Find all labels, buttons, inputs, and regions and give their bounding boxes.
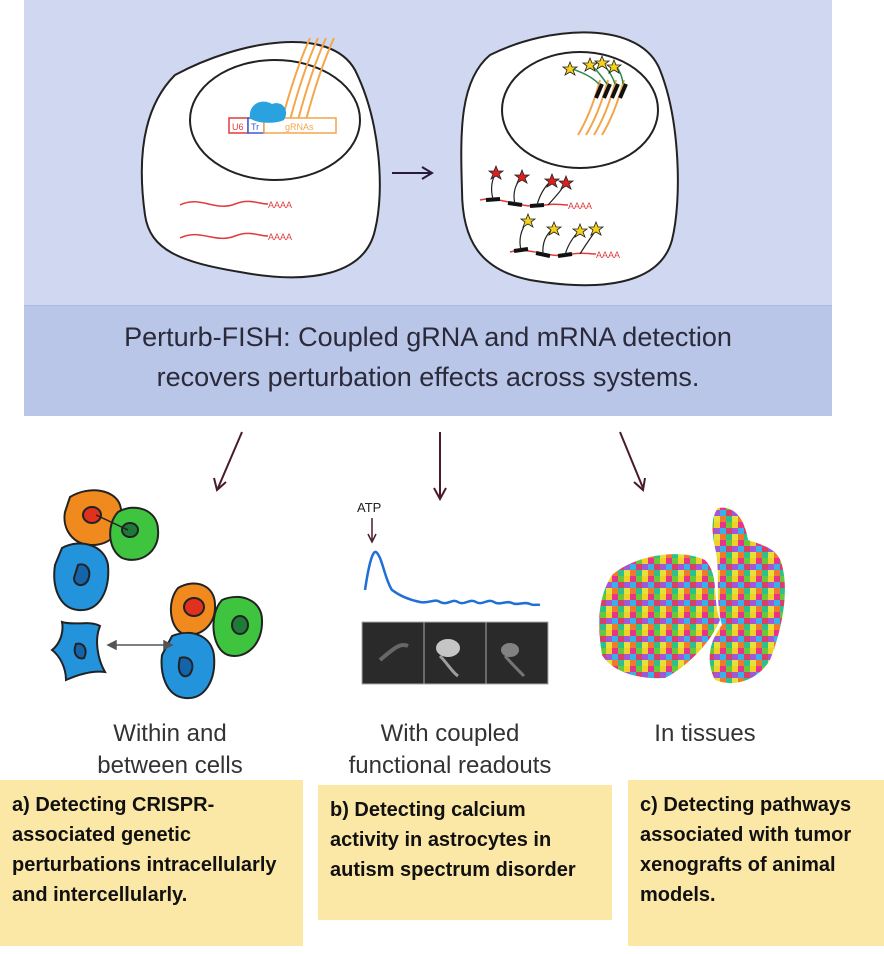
right-nucleus [501, 51, 659, 169]
micrograph-strip [361, 621, 549, 685]
left-polya-1: AAAA [268, 200, 292, 210]
right-polya-1: AAAA [568, 201, 592, 211]
right-polya-2: AAAA [596, 250, 620, 260]
main-caption: Perturb-FISH: Coupled gRNA and mRNA dete… [24, 317, 832, 397]
box-a: a) Detecting CRISPR-associated genetic p… [0, 780, 303, 946]
column-a-label: Within and between cells [70, 718, 270, 782]
caption-line-2: recovers perturbation effects across sys… [156, 362, 700, 392]
construct-label-tr: Tr [251, 122, 259, 132]
right-mrna-2: AAAA [509, 212, 620, 260]
column-b-label: With coupled functional readouts [330, 718, 570, 782]
down-arrow-left [213, 431, 243, 492]
double-arrow [106, 639, 174, 651]
box-b: b) Detecting calcium activity in astrocy… [318, 785, 612, 920]
yellow-star-icons-nucleus [561, 54, 623, 76]
grnas-box [263, 117, 337, 134]
box-c: c) Detecting pathways associated with tu… [628, 780, 884, 946]
column-b-label-line-2: functional readouts [348, 752, 552, 779]
cas-protein-icon [249, 101, 287, 123]
column-a-label-line-2: between cells [97, 752, 243, 779]
construct-label-u6: U6 [232, 122, 244, 132]
right-grna-probes [594, 83, 628, 99]
column-c-label: In tissues [620, 718, 790, 750]
down-arrow-right [619, 431, 646, 492]
schematic-drawing: U6 Tr gRNAs AAAA AAAA [50, 31, 785, 700]
cell-cluster-bottom [50, 582, 264, 700]
right-mrna-1: AAAA [479, 164, 592, 211]
down-arrow-middle [433, 432, 447, 502]
column-a-label-line-1: Within and [113, 720, 227, 747]
atp-marker [367, 518, 377, 544]
caption-line-1: Perturb-FISH: Coupled gRNA and mRNA dete… [124, 322, 732, 352]
column-b-label-line-1: With coupled [380, 720, 520, 747]
calcium-trace [363, 550, 541, 607]
left-mrna-1 [179, 200, 269, 207]
cell-cluster-top [53, 489, 160, 612]
column-c-label-line-1: In tissues [654, 720, 756, 747]
caption-band [24, 305, 832, 416]
construct-label-grnas: gRNAs [285, 122, 314, 132]
transition-arrow [392, 166, 434, 180]
tissue-section-right [709, 507, 785, 684]
tissue-section-left [599, 554, 720, 679]
left-mrna-2 [179, 232, 269, 240]
left-polya-2: AAAA [268, 232, 292, 242]
atp-label: ATP [357, 500, 382, 515]
